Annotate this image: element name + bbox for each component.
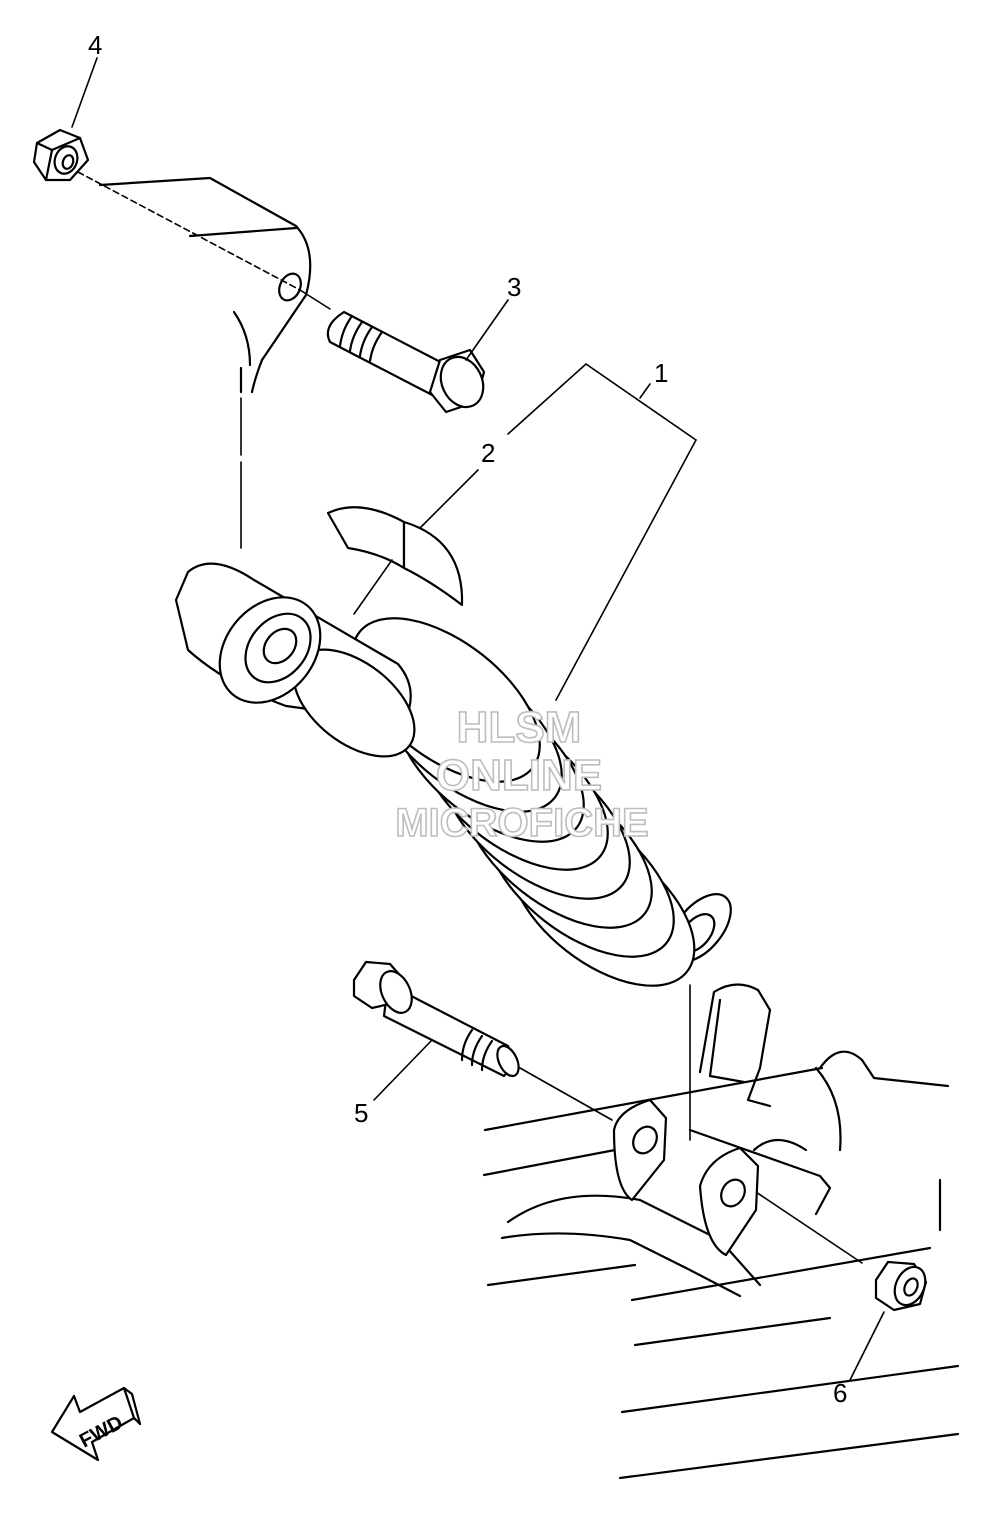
watermark-line-3: MICROFICHE xyxy=(395,801,648,845)
callout-4: 4 xyxy=(88,30,102,60)
fwd-direction-arrow: FWD xyxy=(50,1386,142,1462)
watermark: HLSM ONLINE MICROFICHE xyxy=(395,702,650,846)
watermark-line-1: HLSM xyxy=(457,703,582,752)
swingarm-frame xyxy=(482,983,960,1480)
callout-labels: 1 2 3 4 5 6 xyxy=(88,30,847,1408)
callout-5: 5 xyxy=(354,1098,368,1128)
collar-spacer-part xyxy=(326,506,464,607)
callout-3: 3 xyxy=(507,272,521,302)
lower-bolt-part xyxy=(352,960,520,1078)
upper-frame-bracket xyxy=(98,176,312,394)
upper-nut-part xyxy=(32,128,90,182)
callout-1: 1 xyxy=(654,358,668,388)
leader-lines xyxy=(71,57,885,1381)
watermark-line-2: ONLINE xyxy=(436,751,602,800)
callout-2: 2 xyxy=(481,438,495,468)
rear-shock-absorber-assembly xyxy=(174,562,732,987)
mounting-guide-lines xyxy=(77,171,863,1264)
upper-bolt-part xyxy=(326,310,486,414)
lower-nut-part xyxy=(874,1260,928,1312)
callout-6: 6 xyxy=(833,1378,847,1408)
